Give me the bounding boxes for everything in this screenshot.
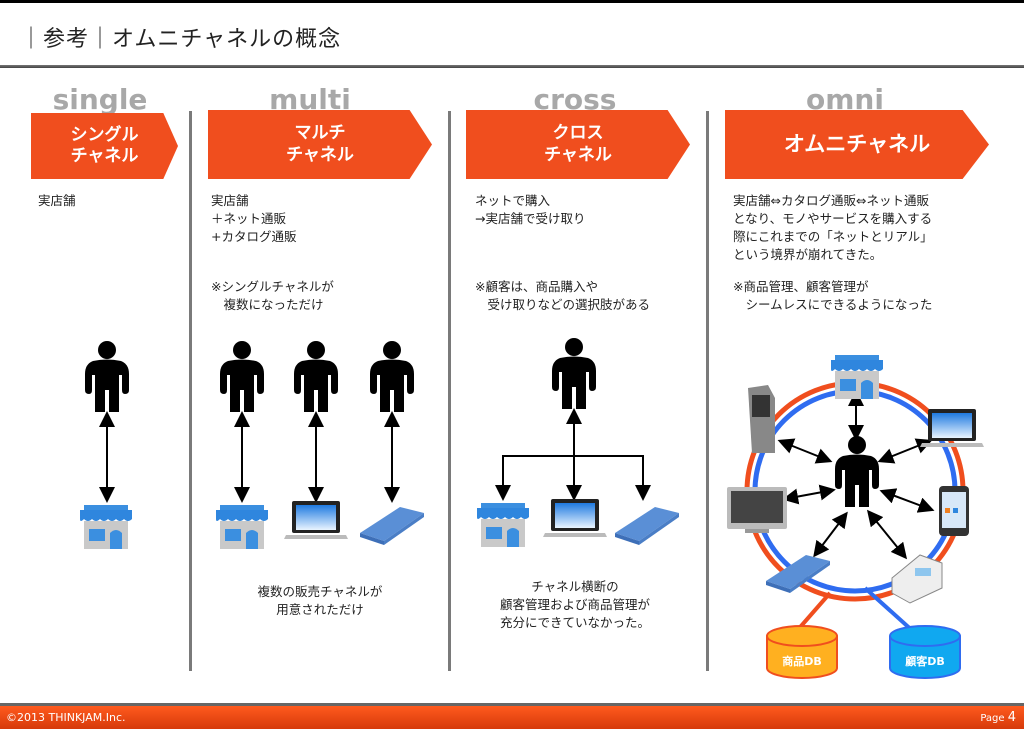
desc-single: 実店舗: [38, 193, 76, 208]
store-icon: [216, 505, 268, 549]
note-cross: ※顧客は、商品購入や 受け取りなどの選択肢がある: [475, 279, 651, 312]
catalog-icon: [360, 507, 424, 545]
customer-db-label: 顧客DB: [905, 655, 945, 668]
page-number: 4: [1007, 710, 1016, 725]
diagram-layer: [80, 338, 984, 679]
copyright: ©2013 THINKJAM.Inc.: [6, 711, 126, 724]
person-icon: [85, 341, 129, 412]
desc-multi: 実店舗 ＋ネット通販 +カタログ通販: [211, 193, 297, 244]
catalog-icon: [615, 507, 679, 545]
chevron-cross: クロス チャネル: [466, 110, 690, 179]
person-icon: [220, 341, 264, 412]
store-icon: [477, 503, 529, 547]
smartphone-icon: [939, 486, 969, 536]
column-label-single: single: [52, 83, 148, 116]
chevron-multi: マルチ チャネル: [208, 110, 432, 179]
laptop-icon: [543, 499, 607, 537]
product-db-icon: [766, 625, 838, 679]
note-multi: ※シングルチャネルが 複数になっただけ: [211, 279, 334, 312]
column-divider: [189, 111, 192, 671]
store-icon: [80, 505, 132, 549]
slide: ｜参考｜オムニチャネルの概念 single multi cross omni シ…: [0, 3, 1024, 729]
note-omni: ※商品管理、顧客管理が シームレスにできるようになった: [733, 279, 933, 312]
footer: ©2013 THINKJAM.Inc. Page 4: [0, 703, 1024, 729]
store-icon: [831, 355, 883, 399]
desc-cross: ネットで購入 →実店舗で受け取り: [475, 193, 586, 226]
kiosk-icon: [748, 385, 775, 453]
customer-db-link: [863, 586, 917, 635]
chevron-omni: オムニチャネル: [725, 110, 989, 179]
person-icon: [370, 341, 414, 412]
laptop-icon: [284, 501, 348, 539]
person-icon: [294, 341, 338, 412]
page-indicator: Page 4: [980, 710, 1016, 725]
column-divider: [448, 111, 451, 671]
product-db-label: 商品DB: [782, 655, 822, 668]
person-icon: [552, 338, 596, 409]
chevron-single: シングル チャネル: [31, 113, 178, 179]
caption-cross: チャネル横断の 顧客管理および商品管理が 充分にできていなかった。: [499, 579, 650, 630]
telephone-icon: [891, 554, 943, 604]
desc-omni: 実店舗⇔カタログ通販⇔ネット通販 となり、モノやサービスを購入する 際にこれまで…: [733, 193, 933, 262]
person-icon: [835, 436, 879, 507]
caption-multi: 複数の販売チャネルが 用意されただけ: [257, 584, 383, 617]
omni-arrows: [777, 390, 935, 560]
tv-icon: [727, 487, 787, 533]
column-divider: [706, 111, 709, 671]
customer-db-icon: [889, 625, 961, 679]
page-label: Page: [980, 713, 1005, 724]
page-title: ｜参考｜オムニチャネルの概念: [20, 27, 342, 52]
title-divider: [0, 65, 1024, 68]
